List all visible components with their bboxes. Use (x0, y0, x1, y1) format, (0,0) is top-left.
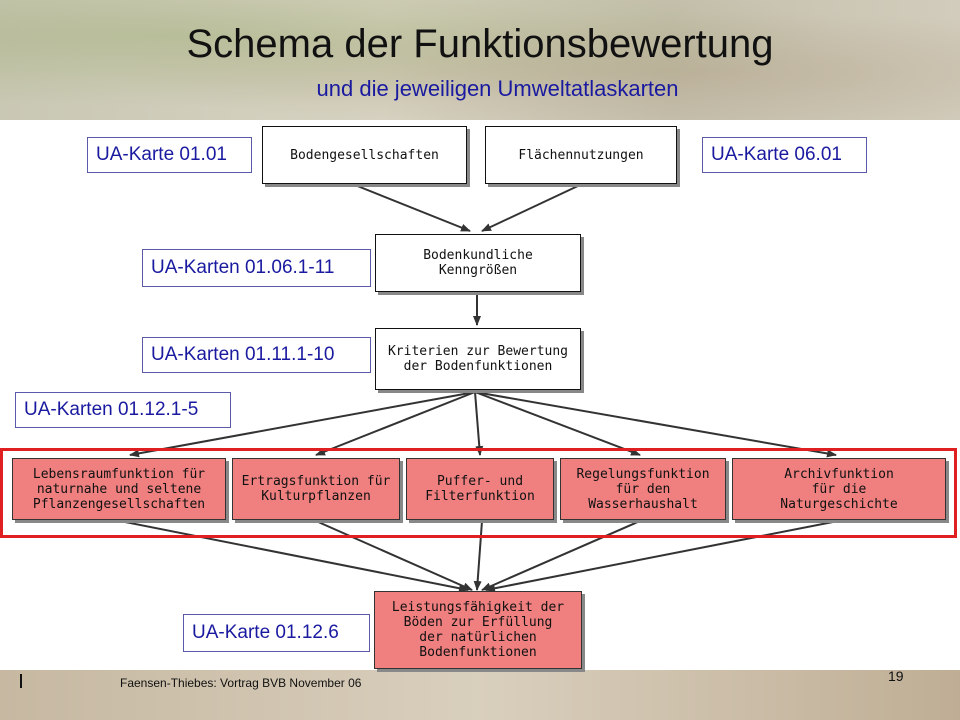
label-ua-karten-0106: UA-Karten 01.06.1-11 (142, 249, 371, 287)
arrow-from-function-5 (485, 520, 839, 593)
slide-subtitle: und die jeweiligen Umweltatlaskarten (316, 76, 679, 101)
footer-text: Faensen-Thiebes: Vortrag BVB November 06 (120, 676, 362, 690)
arrow-bodengesellschaften (354, 184, 471, 232)
arrow-to-function-4 (474, 391, 641, 456)
arrow-flaechennutzungen (481, 184, 581, 232)
label-ua-karten-0112: UA-Karten 01.12.1-5 (15, 392, 231, 428)
slide-title: Schema der Funktionsbewertung (186, 22, 774, 66)
background-photo-top (0, 0, 960, 120)
box-bodenkundliche-kenngroessen: Bodenkundliche Kenngrößen (375, 234, 581, 292)
function-archiv: Archivfunktion für die Naturgeschichte (732, 458, 946, 520)
arrow-to-function-2 (315, 391, 476, 456)
box-kriterien-bewertung: Kriterien zur Bewertung der Bodenfunktio… (375, 328, 581, 390)
footer-marker (20, 674, 22, 688)
arrow-from-function-2 (315, 520, 473, 591)
function-ertrag: Ertragsfunktion für Kulturpflanzen (232, 458, 400, 520)
arrow-from-function-4 (481, 520, 641, 591)
arrow-from-function-1 (119, 520, 469, 593)
box-bodengesellschaften: Bodengesellschaften (262, 126, 467, 184)
label-ua-karte-0101: UA-Karte 01.01 (87, 137, 252, 173)
label-ua-karten-0111: UA-Karten 01.11.1-10 (142, 337, 371, 373)
function-regelung: Regelungsfunktion für den Wasserhaushalt (560, 458, 726, 520)
arrow-from-function-3 (473, 520, 483, 591)
arrow-to-function-5 (474, 391, 837, 458)
page-number: 19 (888, 668, 904, 684)
label-ua-karte-0601: UA-Karte 06.01 (702, 137, 867, 173)
box-leistungsfaehigkeit: Leistungsfähigkeit der Böden zur Erfüllu… (374, 591, 582, 669)
arrow-to-function-3 (474, 391, 484, 456)
function-puffer-filter: Puffer- und Filterfunktion (406, 458, 554, 520)
box-flaechennutzungen: Flächennutzungen (485, 126, 677, 184)
arrow-to-function-1 (129, 391, 476, 458)
functions-highlight-frame (0, 448, 957, 538)
label-ua-karte-01126: UA-Karte 01.12.6 (183, 614, 370, 652)
function-lebensraum: Lebensraumfunktion für naturnahe und sel… (12, 458, 226, 520)
background-photo-bottom (0, 670, 960, 720)
